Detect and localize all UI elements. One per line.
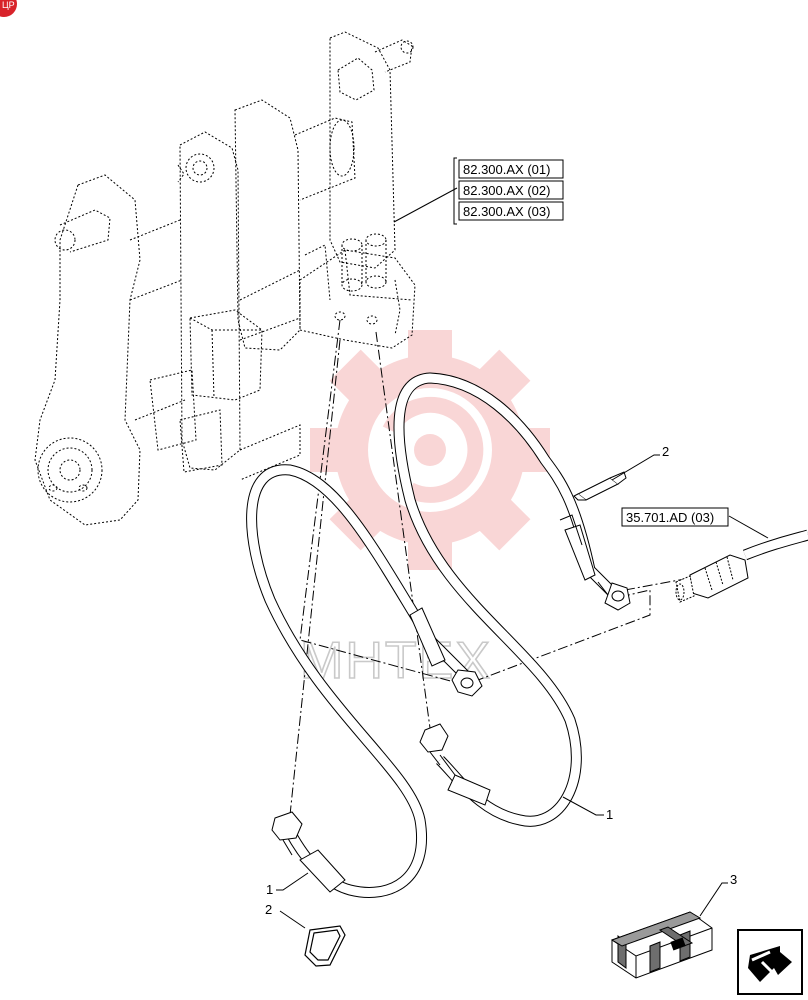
- brand-badge-icon: ЦР: [0, 0, 17, 17]
- callout-hose-left: 1: [266, 882, 273, 897]
- kit-crate-icon: [610, 911, 713, 979]
- ref-box-82300ax-01: [458, 159, 564, 179]
- callout-clip-lower: 2: [265, 902, 272, 917]
- ref-box-82300ax-03: [458, 201, 564, 221]
- watermark-gear: [310, 330, 550, 570]
- ref-label-82300ax-01: 82.300.AX (01): [463, 162, 550, 177]
- reference-group-82300ax: 82.300.AX (01) 82.300.AX (02) 82.300.AX …: [393, 157, 564, 225]
- callout-hose-right: 1: [606, 807, 613, 822]
- ref-label-82300ax-03: 82.300.AX (03): [463, 204, 550, 219]
- callouts: [276, 454, 728, 929]
- hydraulic-hose-left: [246, 464, 483, 898]
- hydraulic-hose-right: [393, 372, 631, 827]
- clip-part: [304, 925, 346, 967]
- svg-text:ЦР: ЦР: [2, 0, 15, 10]
- return-arrow-icon[interactable]: [737, 929, 803, 995]
- callout-kit-box: 3: [730, 872, 737, 887]
- pin-part: [573, 471, 627, 501]
- ref-label-35701ad-03: 35.701.AD (03): [626, 510, 714, 525]
- ref-label-82300ax-02: 82.300.AX (02): [463, 183, 550, 198]
- reference-group-35701ad: 35.701.AD (03): [621, 507, 769, 539]
- callout-pin-upper: 2: [662, 444, 669, 459]
- ref-box-82300ax-02: [458, 180, 564, 200]
- ref-box-35701ad-03: [621, 507, 729, 527]
- coupler-assembly: [675, 529, 808, 603]
- connection-lines: [289, 319, 691, 816]
- loader-arm-assembly: [34, 31, 416, 526]
